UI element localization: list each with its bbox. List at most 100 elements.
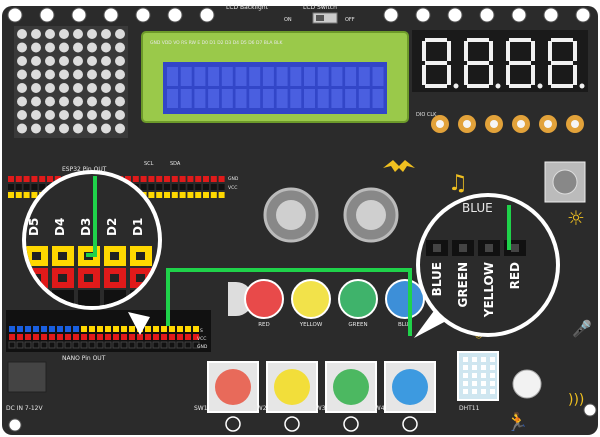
led-yellow xyxy=(291,279,331,319)
esp32-pin-yellow xyxy=(203,192,209,198)
nano-pin-gnd xyxy=(96,341,104,349)
button-sw4[interactable] xyxy=(392,369,428,405)
nano-pin-signal xyxy=(177,326,183,332)
matrix-dot xyxy=(101,83,111,93)
zoom-left-pin-label: D1 xyxy=(131,218,145,236)
nano-pin-gnd xyxy=(112,341,120,349)
nano-pin-vcc xyxy=(129,334,135,340)
segment-dot xyxy=(537,83,543,89)
lcd-char-cell xyxy=(249,67,261,86)
nano-pin-vcc xyxy=(97,334,103,340)
lcd-char-cell xyxy=(372,67,384,86)
lcd-char-cell xyxy=(235,89,247,108)
button-sw3[interactable] xyxy=(333,369,369,405)
lcd-char-cell xyxy=(304,67,315,86)
nano-pin-gnd xyxy=(56,341,64,349)
esp32-pin-black xyxy=(156,184,163,190)
potentiometer-knob[interactable] xyxy=(552,169,578,195)
zoom-left-pin-label: D4 xyxy=(53,218,67,236)
dht11-label: DHT11 xyxy=(459,405,480,412)
dc-jack xyxy=(7,361,47,393)
matrix-dot xyxy=(115,29,125,39)
esp32-pin-red xyxy=(23,176,30,182)
zoom-left-pin-hole xyxy=(58,274,67,282)
dht-vent xyxy=(463,381,468,386)
lcd-backlight-label: LCD Backlight xyxy=(226,4,269,11)
matrix-dot xyxy=(87,83,97,93)
nano-pin-gnd xyxy=(184,341,192,349)
matrix-dot xyxy=(59,110,69,120)
matrix-dot xyxy=(73,29,83,39)
esp32-pin-red xyxy=(8,176,14,182)
nano-pin-vcc xyxy=(105,334,111,340)
nano-pin-gnd xyxy=(72,341,80,349)
zoom-left-pin-black xyxy=(78,290,100,306)
zoom-right-pin-hole xyxy=(433,244,441,252)
matrix-dot xyxy=(87,123,97,134)
esp32-pin-yellow xyxy=(171,192,178,198)
segment xyxy=(551,38,573,42)
led-label: YELLOW xyxy=(299,322,323,328)
nano-pin-gnd xyxy=(88,341,96,349)
lcd-char-cell xyxy=(235,67,247,86)
nano-pin-signal xyxy=(145,326,151,332)
matrix-dot xyxy=(17,96,27,107)
esp32-pin-black xyxy=(31,184,38,190)
zoom-left-pin-hole xyxy=(110,252,119,260)
nano-pin-signal xyxy=(89,326,95,332)
button-sw2[interactable] xyxy=(274,369,310,405)
zoom-left-pin-label: D5 xyxy=(27,218,41,236)
lcd-char-cell xyxy=(194,67,206,86)
segment xyxy=(548,65,552,85)
dht-vent xyxy=(490,357,495,362)
esp32-pin-red xyxy=(218,176,225,182)
nano-pin-gnd xyxy=(144,341,152,349)
nano-pin-gnd xyxy=(8,341,16,349)
matrix-dot xyxy=(59,29,69,39)
nano-pin-signal xyxy=(153,326,159,332)
wire-left-zoom xyxy=(86,176,97,257)
esp32-pin-black xyxy=(140,184,147,190)
dht-vent xyxy=(472,389,477,394)
dht-vent xyxy=(490,389,495,394)
dht-vent xyxy=(463,389,468,394)
nano-pin-vcc xyxy=(9,334,15,340)
nano-pin-gnd xyxy=(120,341,128,349)
nano-pin-vcc xyxy=(89,334,95,340)
lcd-switch-knob xyxy=(316,15,324,21)
lcd-char-cell xyxy=(331,67,343,86)
matrix-dot xyxy=(73,96,83,107)
dht-vent xyxy=(463,373,468,378)
lcd-switch[interactable] xyxy=(312,12,338,24)
power-icon xyxy=(343,416,359,432)
nano-pin-vcc xyxy=(185,334,191,340)
matrix-dot xyxy=(73,83,83,93)
lcd-char-grid xyxy=(167,67,384,108)
button-sw1[interactable] xyxy=(215,369,251,405)
microphone-icon: 🎤 xyxy=(572,319,592,338)
nano-pin-signal xyxy=(9,326,15,332)
matrix-dot xyxy=(115,83,125,93)
matrix-dot xyxy=(115,123,125,134)
bat-icon xyxy=(383,160,415,172)
segment xyxy=(509,38,531,42)
matrix-dot xyxy=(87,29,97,39)
lcd-char-cell xyxy=(208,67,220,86)
light-sensor xyxy=(512,369,542,399)
esp32-pin-yellow xyxy=(148,192,155,198)
matrix-dot xyxy=(45,83,55,93)
nano-pin-signal xyxy=(33,326,39,332)
segment xyxy=(425,61,447,65)
lcd-char-cell xyxy=(290,67,302,86)
esp32-pin-yellow xyxy=(218,192,225,198)
matrix-dot xyxy=(31,96,41,107)
matrix-dot xyxy=(101,29,111,39)
matrix-dot xyxy=(59,42,69,53)
nano-pin-signal xyxy=(49,326,55,332)
matrix-dot xyxy=(115,96,125,107)
segment xyxy=(447,41,451,61)
segment xyxy=(467,84,489,88)
esp32-pin-red xyxy=(31,176,38,182)
